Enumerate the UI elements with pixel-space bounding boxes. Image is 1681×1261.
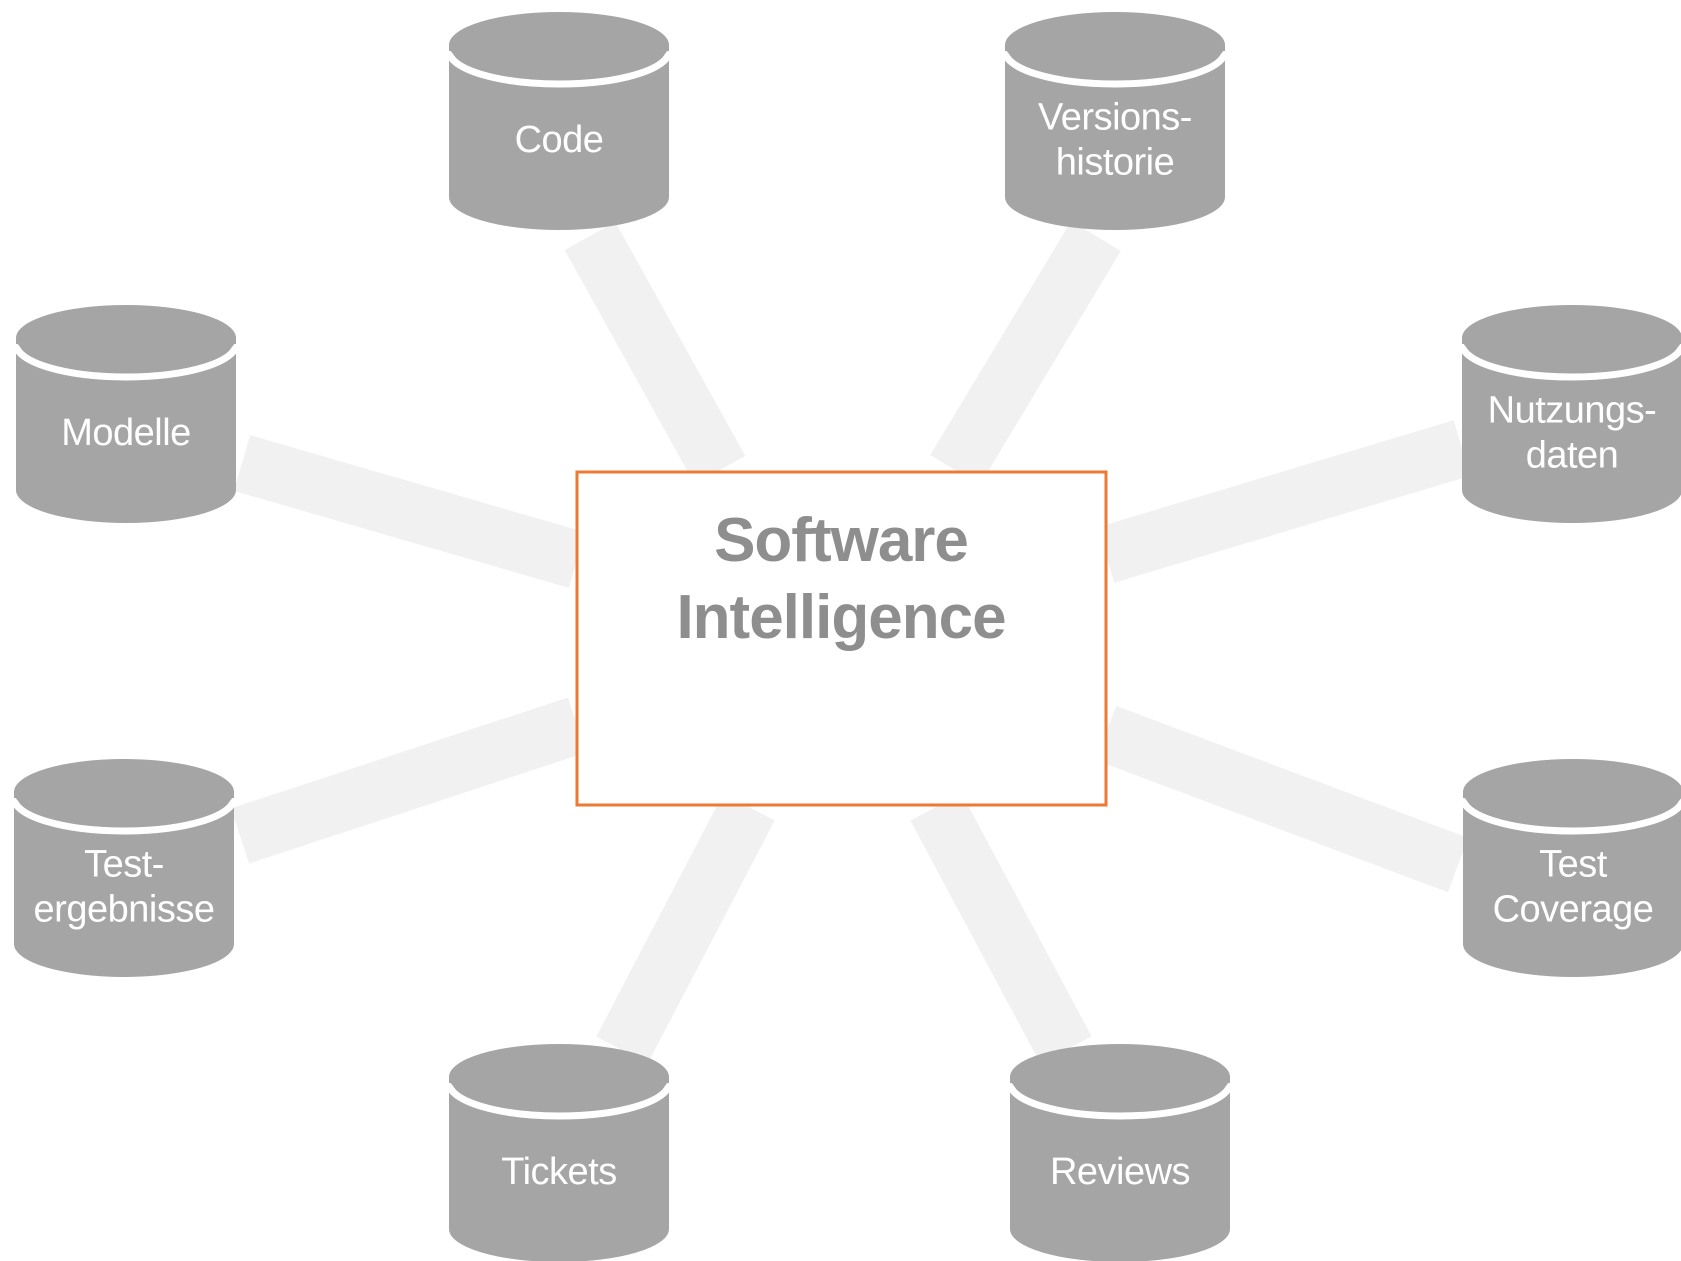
database-versionshistorie: Versions-historie <box>1001 12 1229 230</box>
database-label-modelle-1: Modelle <box>61 412 191 454</box>
database-label-reviews-1: Reviews <box>1050 1151 1190 1193</box>
database-top <box>449 1044 669 1110</box>
database-rim <box>1006 1082 1234 1120</box>
hub-box <box>575 470 1108 807</box>
database-top <box>14 759 234 825</box>
connector-modelle <box>233 435 586 588</box>
database-rim <box>12 343 240 381</box>
database-label-testergebnisse-1: Test- <box>84 844 164 886</box>
connectors <box>230 221 1471 1064</box>
connector-code <box>564 221 746 485</box>
database-label-test-coverage-1: Test <box>1539 844 1608 886</box>
connector-testergebnisse <box>230 697 587 864</box>
database-label-testergebnisse-2: ergebnisse <box>34 889 215 931</box>
database-top <box>1005 12 1225 78</box>
database-label-test-coverage-2: Coverage <box>1493 889 1654 931</box>
database-testergebnisse: Test-ergebnisse <box>10 759 238 977</box>
database-top <box>449 12 669 78</box>
database-body <box>14 792 234 977</box>
database-label-versionshistorie-2: historie <box>1056 142 1175 184</box>
database-rim <box>445 1082 673 1120</box>
database-modelle: Modelle <box>12 305 240 523</box>
connector-nutzungsdaten <box>1097 420 1471 583</box>
database-nutzungsdaten: Nutzungs-daten <box>1458 305 1681 523</box>
database-top <box>1010 1044 1230 1110</box>
database-body <box>1462 338 1681 523</box>
database-rim <box>1458 343 1681 381</box>
database-tickets: Tickets <box>445 1044 673 1261</box>
hub-title-line-2: Intelligence <box>676 583 1005 652</box>
connector-tickets <box>596 793 775 1064</box>
database-rim <box>10 797 238 835</box>
database-body <box>1010 1077 1230 1261</box>
database-top <box>16 305 236 371</box>
database-reviews: Reviews <box>1006 1044 1234 1261</box>
database-label-versionshistorie-1: Versions- <box>1038 97 1192 139</box>
database-label-nutzungsdaten-1: Nutzungs- <box>1488 390 1657 432</box>
database-top <box>1463 759 1681 825</box>
hub-title-line-1: Software <box>714 506 968 575</box>
database-top <box>1462 305 1681 371</box>
database-body <box>449 45 669 230</box>
connector-test-coverage <box>1095 705 1469 893</box>
database-body <box>1463 792 1681 977</box>
database-body <box>1005 45 1225 230</box>
database-label-nutzungsdaten-2: daten <box>1526 435 1619 477</box>
database-rim <box>445 50 673 88</box>
database-rim <box>1459 797 1681 835</box>
database-body <box>16 338 236 523</box>
database-rim <box>1001 50 1229 88</box>
software-intelligence-hub: Software Intelligence <box>575 470 1108 807</box>
database-label-code-1: Code <box>515 119 604 161</box>
connector-versionshistorie <box>930 221 1121 485</box>
database-code: Code <box>445 12 673 230</box>
database-body <box>449 1077 669 1261</box>
database-label-tickets-1: Tickets <box>501 1151 616 1193</box>
connector-reviews <box>910 793 1092 1064</box>
